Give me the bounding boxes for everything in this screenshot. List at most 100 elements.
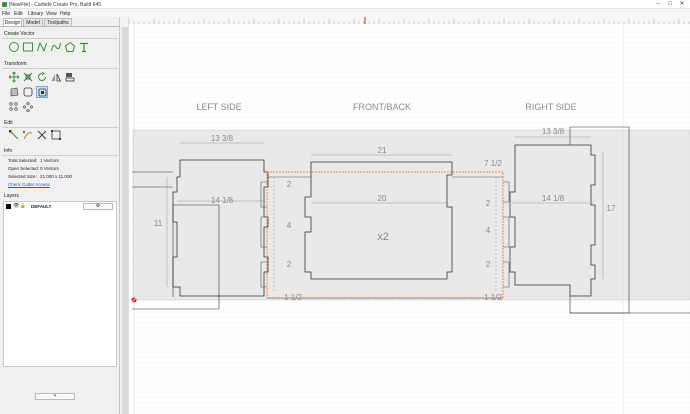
tab-model[interactable]: Model (23, 18, 43, 26)
window-title: [NewFile] - Carbide Create Pro, Build 64… (9, 1, 101, 8)
rotate-icon[interactable] (36, 71, 48, 83)
selected-size: Selected Size: 21.000 x 11.000 (8, 174, 72, 179)
right-height-dimension: 17 (607, 204, 616, 213)
rectangle-icon[interactable] (22, 41, 34, 53)
section-divider (2, 68, 118, 69)
total-selected-label: Total Selected: (8, 158, 38, 163)
boolean-union-icon[interactable] (22, 86, 34, 98)
front-back-edge-lines[interactable] (267, 176, 503, 299)
polyline-icon[interactable] (36, 41, 48, 53)
ruler-ticks (129, 19, 690, 24)
tab-toolpaths[interactable]: Toolpaths (44, 18, 72, 26)
edit-heading: Edit (4, 120, 13, 126)
menu-help[interactable]: Help (60, 10, 71, 17)
close-button[interactable]: ✕ (679, 1, 685, 7)
layer-row-default[interactable]: 👁 🔓 DEFAULT ⚙ (3, 203, 117, 210)
selected-size-label: Selected Size: (8, 174, 37, 179)
title-bar: [NewFile] - Carbide Create Pro, Build 64… (0, 0, 690, 9)
front-bottom-right-dimension: 1 1/2 (484, 293, 502, 302)
left-top-dimension: 13 3/8 (211, 134, 234, 143)
section-divider (2, 38, 118, 39)
boolean-subtract-icon[interactable] (36, 86, 48, 98)
text-icon[interactable] (78, 41, 90, 53)
eye-icon[interactable]: 👁 (13, 203, 20, 209)
vertical-ruler-track[interactable] (122, 27, 128, 414)
front-back-heading: FRONT/BACK (353, 102, 411, 112)
front-back-top-outline[interactable] (304, 161, 453, 280)
circle-icon[interactable] (8, 41, 20, 53)
gear-icon[interactable]: ⚙ (83, 203, 113, 210)
origin-marker-icon (131, 297, 137, 303)
slot-dimension-left-2: 4 (287, 221, 292, 230)
app-logo-icon (2, 1, 7, 7)
menu-file[interactable]: File (2, 10, 11, 17)
canvas-drawing[interactable]: LEFT SIDE FRONT/BACK RIGHT SIDE 13 3/8 1… (129, 17, 690, 414)
total-selected-value: 1 Vectors (40, 158, 59, 163)
left-height-dimension: 11 (154, 219, 163, 228)
minimize-button[interactable]: – (656, 1, 660, 7)
circular-array-icon[interactable] (22, 101, 34, 113)
mirror-icon[interactable] (50, 71, 62, 83)
stock-material-area (132, 129, 690, 301)
node-edit-icon[interactable] (8, 129, 20, 141)
left-inner-dimension: 14 1/8 (211, 196, 234, 205)
menu-edit[interactable]: Edit (14, 10, 23, 17)
lock-icon[interactable]: 🔓 (20, 203, 26, 208)
offset-icon[interactable] (8, 86, 20, 98)
front-count-label: x2 (377, 231, 389, 243)
left-side-tab-lines[interactable] (132, 171, 220, 310)
front-top-dimension: 21 (378, 146, 387, 155)
maximize-button[interactable]: □ (668, 1, 672, 7)
move-icon[interactable] (8, 71, 20, 83)
vertical-ruler (121, 17, 129, 414)
design-panel: Design Model Toolpaths Create Vector Tra… (0, 17, 120, 414)
tab-design[interactable]: Design (3, 18, 22, 26)
tab-underline (0, 26, 120, 27)
resize-icon[interactable] (22, 71, 34, 83)
layer-list (3, 201, 117, 367)
slot-dimension-right-3: 2 (486, 260, 491, 269)
layer-name: DEFAULT (31, 204, 52, 209)
curve-icon[interactable] (50, 41, 62, 53)
slot-dimension-right-2: 4 (486, 226, 491, 235)
menu-bar: File Edit Library View Help (0, 9, 690, 17)
menu-library[interactable]: Library (28, 10, 44, 17)
create-vector-heading: Create Vector (4, 31, 35, 37)
right-inner-dimension: 14 1/8 (542, 194, 565, 203)
slot-dimension-left-1: 2 (287, 180, 292, 189)
open-selected-value: 0 Vectors (40, 166, 59, 171)
array-icon[interactable] (8, 101, 20, 113)
cut-icon[interactable] (36, 129, 48, 141)
polygon-icon[interactable] (64, 41, 76, 53)
selected-size-value: 21.000 x 11.000 (40, 174, 72, 179)
slot-dimension-right-1: 2 (486, 199, 491, 208)
check-cutter-access-link[interactable]: Check Cutter Access (8, 182, 50, 187)
right-side-heading: RIGHT SIDE (525, 102, 576, 112)
front-back-right-slots[interactable] (503, 181, 510, 288)
section-divider (2, 127, 118, 128)
right-top-dimension: 13 3/8 (542, 127, 565, 136)
front-bottom-left-dimension: 1 1/2 (284, 293, 302, 302)
horizontal-ruler[interactable] (129, 17, 690, 24)
transform-heading: Transform (4, 61, 27, 67)
layer-color-swatch[interactable] (6, 204, 11, 209)
open-selected-label: Open Selected: (8, 166, 40, 171)
menu-view[interactable]: View (46, 10, 57, 17)
front-corner-dimension: 7 1/2 (484, 159, 502, 168)
left-side-inner-cut[interactable] (172, 204, 220, 297)
slot-dimension-left-3: 2 (287, 260, 292, 269)
design-canvas[interactable]: LEFT SIDE FRONT/BACK RIGHT SIDE 13 3/8 1… (129, 17, 690, 414)
join-icon[interactable] (50, 129, 62, 141)
front-inner-dimension: 20 (378, 194, 387, 203)
open-selected: Open Selected: 0 Vectors (8, 166, 59, 171)
left-side-heading: LEFT SIDE (196, 102, 241, 112)
layers-heading: Layers (4, 193, 20, 199)
right-side-outline[interactable] (509, 144, 596, 297)
add-layer-button[interactable]: + (35, 393, 75, 400)
info-heading: Info (4, 148, 13, 154)
section-divider (2, 155, 118, 156)
align-icon[interactable] (64, 71, 76, 83)
trim-icon[interactable] (22, 129, 34, 141)
total-selected: Total Selected: 1 Vectors (8, 158, 59, 163)
front-back-left-slots[interactable] (260, 181, 267, 288)
